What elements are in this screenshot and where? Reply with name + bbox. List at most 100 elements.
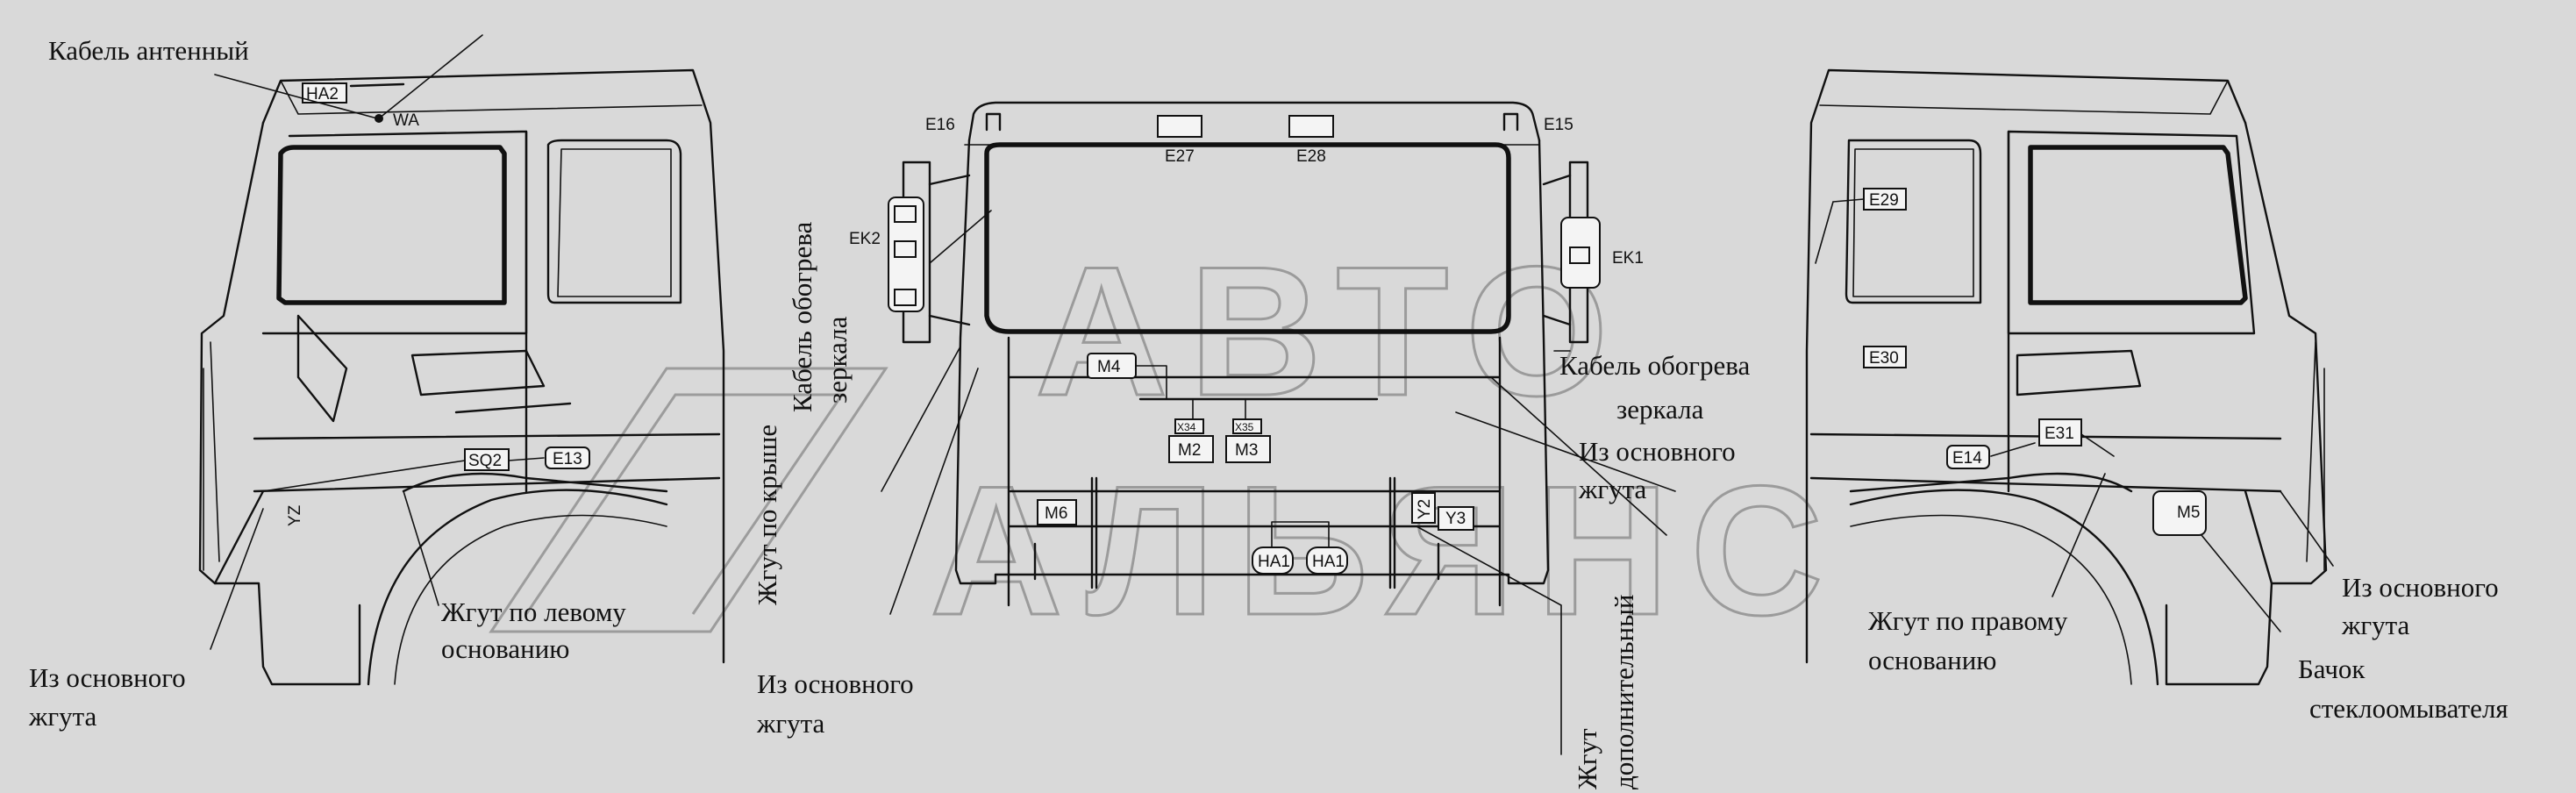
left-cab-outline-front <box>198 121 361 686</box>
m4-code: M4 <box>1097 358 1121 376</box>
left-harness-wire <box>262 457 545 492</box>
center-motor-wires <box>1135 365 1246 420</box>
x34-code: X34 <box>1177 421 1196 433</box>
antenna-cable-line <box>378 34 483 119</box>
right-cab: E29 E30 E14 E31 M5 <box>1805 68 2334 686</box>
y2-box <box>1411 492 1436 524</box>
m2-code: M2 <box>1178 441 1201 460</box>
label-from-main-far-right-2: жгута <box>2341 610 2410 640</box>
label-from-main-center-2: жгута <box>756 708 825 739</box>
e28-code: E28 <box>1296 147 1326 166</box>
label-mirror-right-2: зеркала <box>1616 394 1704 425</box>
center-left-leaders <box>881 210 992 615</box>
label-from-main-rc-1: Из основного <box>1579 436 1736 467</box>
washer-leader <box>2201 534 2281 632</box>
e14-box <box>1946 445 1990 469</box>
center-roof-lights <box>985 112 1519 132</box>
ha1a-code: HA1 <box>1258 553 1290 571</box>
e14-code: E14 <box>1952 449 1982 468</box>
left-rear-window <box>546 139 682 304</box>
antenna-leader <box>214 74 378 119</box>
ha1b-code: HA1 <box>1312 553 1345 571</box>
yz-code: YZ <box>286 504 304 526</box>
e30-box <box>1863 346 1907 368</box>
label-washer-1: Бачок <box>2298 654 2365 684</box>
watermark: АВТО АЛЬЯНС <box>489 227 1845 655</box>
ha1b-box <box>1306 547 1348 575</box>
left-grille <box>203 341 220 571</box>
right-grille <box>2306 341 2325 571</box>
right-mirror-mount <box>1542 174 1572 326</box>
label-from-main-left-2: жгута <box>28 701 97 732</box>
washer-tank-box <box>2152 490 2207 536</box>
e29-box <box>1863 188 1907 211</box>
m2-box <box>1168 435 1214 463</box>
ek2-connector-c <box>894 289 917 306</box>
right-base-leader <box>2052 473 2106 597</box>
sq2-code: SQ2 <box>468 452 502 470</box>
left-cab-body-lines <box>253 432 721 493</box>
label-additional-2: дополнительный <box>1609 594 1639 789</box>
e29-code: E29 <box>1869 191 1899 210</box>
label-washer-2: стеклоомывателя <box>2309 693 2508 724</box>
label-mirror-vertical-1: Кабель обогрева <box>787 222 817 412</box>
left-mirror-mount <box>928 174 971 326</box>
x35-code: X35 <box>1235 421 1254 433</box>
e13-box <box>545 447 590 469</box>
right-door-window <box>2028 145 2248 305</box>
label-harness-roof: Жгут по крыше <box>752 425 782 605</box>
center-right-leaders <box>1455 350 1676 536</box>
label-from-main-left-1: Из основного <box>29 662 186 693</box>
ha2-antenna <box>349 82 405 88</box>
left-rear-window-inner <box>557 148 672 297</box>
m3-box <box>1225 435 1271 463</box>
callout-labels: Кабель антенный Из основного жгута Жгут … <box>28 35 2508 789</box>
label-right-base-1: Жгут по правому <box>1868 605 2068 636</box>
e30-code: E30 <box>1869 349 1899 368</box>
left-cab-outline-top <box>261 68 725 664</box>
m6-box <box>1037 499 1077 525</box>
label-right-base-2: основанию <box>1868 645 1996 675</box>
ek1-connector <box>1569 246 1590 264</box>
m6-code: M6 <box>1045 504 1067 523</box>
e13-code: E13 <box>553 450 582 468</box>
right-harness-wires <box>1815 198 2115 457</box>
right-rear-window <box>1845 139 1982 304</box>
center-cab: E27 E28 E16 E15 EK2 EK1 M4 M2 M3 X34 X35… <box>849 101 1676 755</box>
watermark-line2: АЛЬЯНС <box>930 447 1845 654</box>
right-wheel-arch-inner <box>1850 514 2132 685</box>
ha2-code: HA2 <box>306 85 339 104</box>
e15-code: E15 <box>1544 116 1573 134</box>
label-from-main-far-right-1: Из основного <box>2342 572 2499 603</box>
center-mudflap-brackets <box>1033 476 1440 589</box>
center-frame-lines <box>1007 336 1502 607</box>
ha1a-box <box>1252 547 1294 575</box>
ek2-code: EK2 <box>849 230 881 248</box>
right-door-handle-area <box>2016 349 2142 396</box>
right-wheel-arch-outer <box>1849 489 2159 686</box>
ha2-box <box>302 82 347 104</box>
wa-code: WA <box>393 111 419 130</box>
right-cab-outline-front <box>2165 121 2328 686</box>
left-cab: HA2 WA SQ2 E13 YZ <box>198 34 725 686</box>
x35-box <box>1232 418 1262 434</box>
y2-code: Y2 <box>1416 499 1434 519</box>
ek1-code: EK1 <box>1612 249 1644 268</box>
label-from-main-center-1: Из основного <box>757 668 914 699</box>
m3-code: M3 <box>1235 441 1258 460</box>
left-mirror <box>296 314 348 423</box>
e27-code: E27 <box>1165 147 1195 166</box>
right-base-line <box>1849 472 2273 585</box>
additional-harness-leader <box>1416 525 1562 755</box>
label-cable-antenna: Кабель антенный <box>48 35 249 66</box>
e31-code: E31 <box>2044 425 2074 443</box>
label-left-base-2: основанию <box>441 633 569 664</box>
label-mirror-right-1: Кабель обогрева <box>1559 350 1750 381</box>
label-left-base-1: Жгут по левому <box>441 597 626 627</box>
center-cab-outline <box>954 139 1550 585</box>
left-base-line <box>213 472 668 585</box>
label-mirror-vertical-2: зеркала <box>822 316 853 404</box>
left-base-leader <box>403 490 439 606</box>
